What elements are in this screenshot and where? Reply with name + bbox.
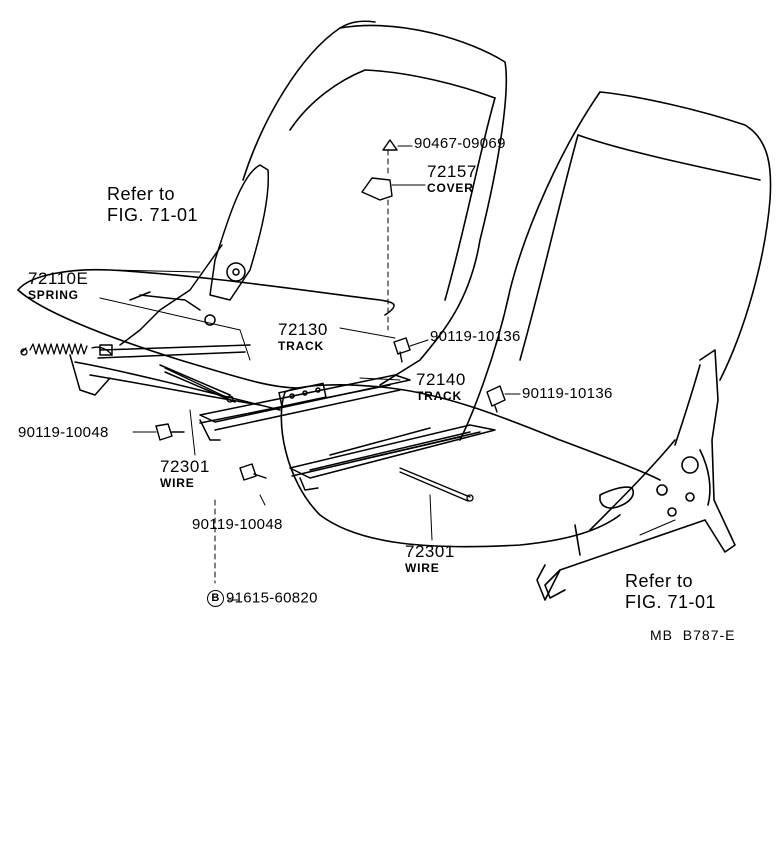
part-number: 72157 — [427, 162, 477, 181]
illustration-code: MB B787-E — [650, 627, 736, 643]
part-72301-wire-left: 72301 WIRE — [160, 458, 210, 489]
fasteners — [155, 139, 506, 481]
left-seat-back — [242, 20, 508, 386]
wire-72301-right — [399, 467, 474, 502]
right-seat-cushion — [280, 383, 661, 548]
part-72301-wire-right: 72301 WIRE — [405, 543, 455, 574]
part-name: TRACK — [278, 339, 324, 353]
part-90119-10048-left: 90119-10048 — [18, 424, 109, 441]
right-seat-back — [459, 91, 772, 441]
part-number: 72301 — [160, 457, 210, 476]
part-name: WIRE — [160, 476, 195, 490]
part-90119-10136-right: 90119-10136 — [522, 385, 613, 402]
leader-lines — [99, 145, 676, 601]
part-number: 91615-60820 — [226, 589, 318, 607]
part-72110e-spring: 72110E SPRING — [28, 270, 88, 301]
right-figure-reference: Refer to FIG. 71-01 — [625, 571, 716, 612]
part-number: 72301 — [405, 542, 455, 561]
spring-72110e — [20, 343, 113, 356]
part-name: SPRING — [28, 288, 79, 302]
right-ref-line1: Refer to — [625, 571, 694, 591]
left-rail-assembly — [69, 344, 281, 411]
part-72130-track: 72130 TRACK — [278, 321, 328, 352]
left-figure-reference: Refer to FIG. 71-01 — [107, 184, 198, 225]
part-number: 72140 — [416, 370, 466, 389]
part-number: 72130 — [278, 320, 328, 339]
left-seat-cushion — [17, 268, 395, 389]
wire-72301-left — [164, 367, 234, 403]
left-recliner-hinge — [119, 164, 270, 346]
right-ref-line2: FIG. 71-01 — [625, 591, 717, 612]
left-ref-line1: Refer to — [107, 184, 176, 204]
part-72157-cover: 72157 COVER — [427, 163, 477, 194]
b-circle-marker: B — [207, 590, 224, 607]
part-90467-09069: 90467-09069 — [414, 135, 506, 152]
part-name: COVER — [427, 181, 474, 195]
part-72140-track: 72140 TRACK — [416, 371, 466, 402]
part-number: 72110E — [28, 269, 89, 288]
left-ref-line2: FIG. 71-01 — [107, 204, 199, 225]
part-90119-10136-upper: 90119-10136 — [430, 328, 521, 345]
part-90119-10048-lower: 90119-10048 — [192, 516, 283, 533]
part-name: TRACK — [416, 389, 462, 403]
track-72140 — [289, 424, 496, 491]
right-recliner-assembly — [536, 349, 736, 601]
part-name: WIRE — [405, 561, 440, 575]
track-72130 — [199, 374, 411, 441]
